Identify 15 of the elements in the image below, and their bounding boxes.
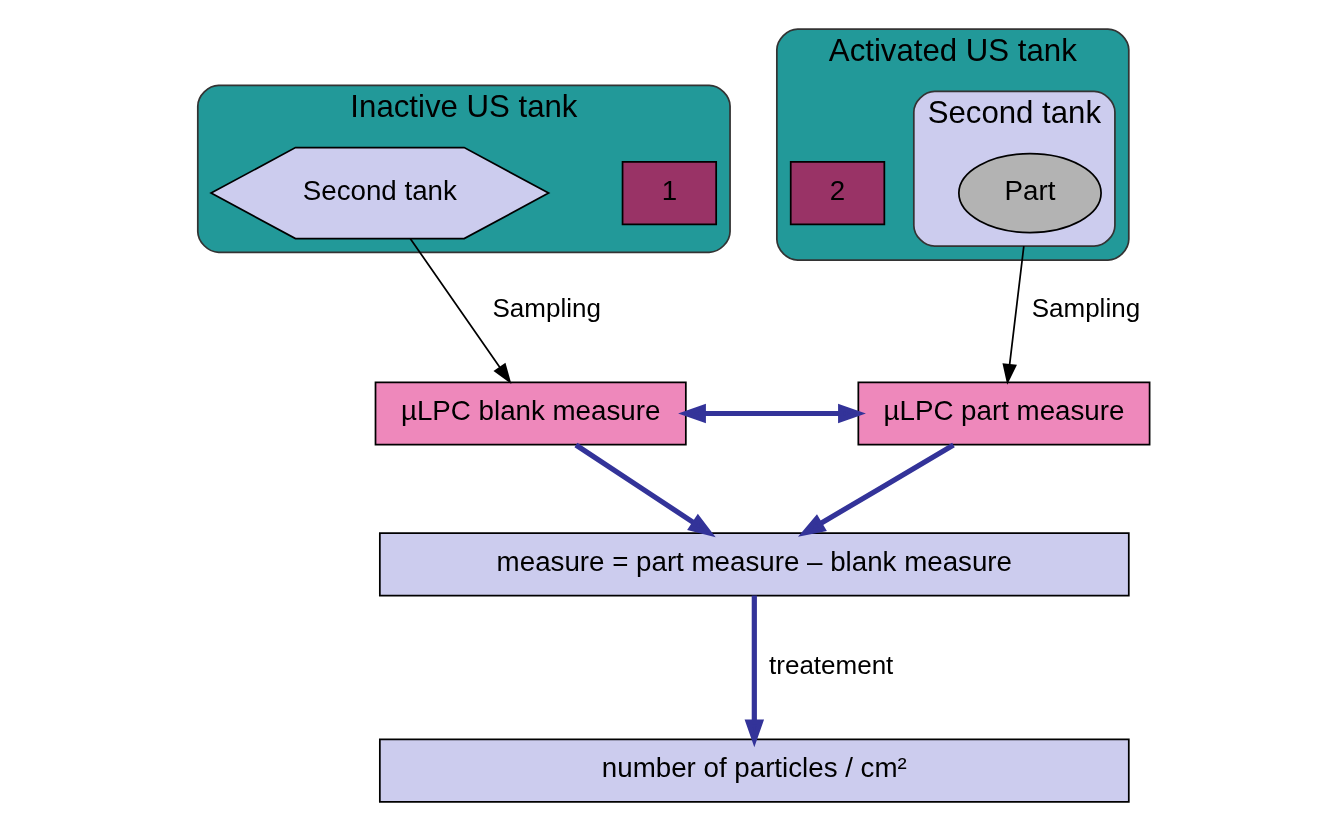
node-box: µLPC blank measure xyxy=(374,381,687,446)
arrow xyxy=(1001,245,1025,385)
edge-label: treatement xyxy=(768,650,893,681)
arrow xyxy=(797,442,955,537)
node-box: 1 xyxy=(621,161,717,226)
node-box: measure = part measure – blank measure xyxy=(378,532,1130,597)
arrow xyxy=(677,403,866,424)
edge-label: Sampling xyxy=(492,293,601,324)
edge-label: Sampling xyxy=(1031,293,1140,324)
node-box: 2 xyxy=(789,161,885,226)
node-box: number of particles / cm² xyxy=(378,738,1130,803)
node-ellipse: Part xyxy=(957,152,1102,234)
arrow xyxy=(574,442,716,538)
arrow xyxy=(744,595,764,748)
node-box: µLPC part measure xyxy=(856,381,1150,446)
